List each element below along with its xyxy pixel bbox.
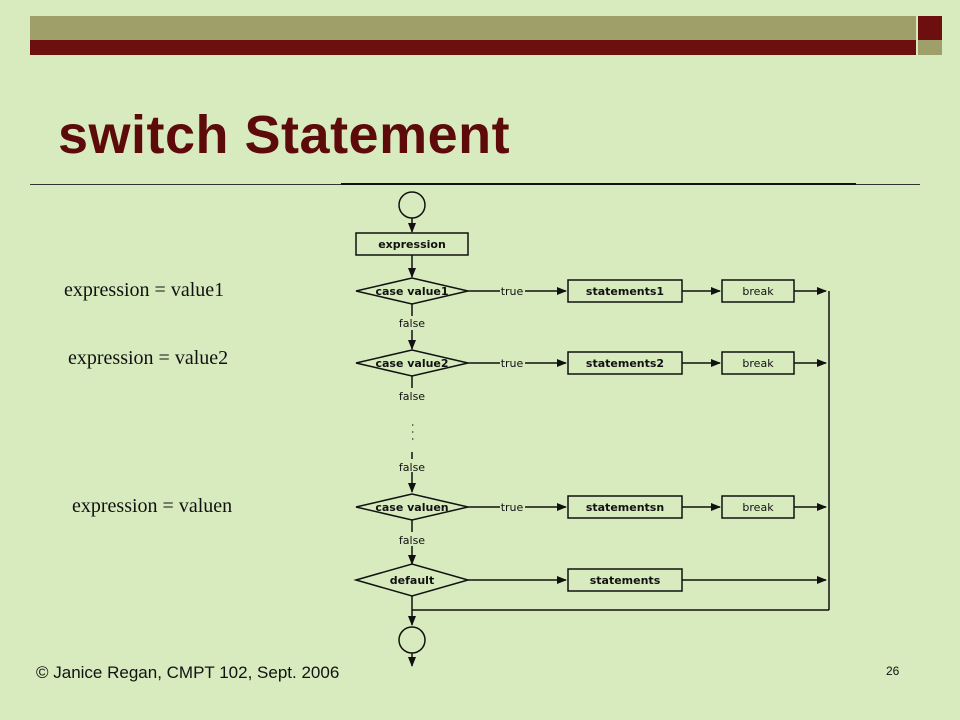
header-bar-maroon: [30, 40, 916, 55]
false1-text: false: [399, 317, 425, 330]
expression-text: expression: [378, 238, 446, 251]
title-divider-accent: [341, 183, 856, 185]
case-value2-text: case value2: [375, 357, 448, 370]
switch-flowchart: expression case value1 case value2 case …: [353, 191, 830, 667]
label-expression-value1: expression = value1: [64, 279, 225, 301]
false2-text: false: [399, 390, 425, 403]
case-valuen-text: case valuen: [375, 501, 448, 514]
label-expression-value2: expression = value2: [68, 347, 229, 369]
page-number: 26: [886, 664, 900, 678]
true1-text: true: [501, 285, 524, 298]
continuation-dots: . . .: [409, 423, 422, 440]
break1-text: break: [742, 285, 774, 298]
statements1-text: statements1: [586, 285, 664, 298]
statements2-text: statements2: [586, 357, 664, 370]
header-corner-olive: [918, 40, 942, 55]
slide-title: switch Statement: [58, 105, 511, 165]
breakn-text: break: [742, 501, 774, 514]
false3-text: false: [399, 461, 425, 474]
statementsn-text: statementsn: [586, 501, 664, 514]
default-text: default: [390, 574, 434, 587]
header-corner-maroon: [918, 16, 942, 40]
false4-text: false: [399, 534, 425, 547]
statements-default-text: statements: [590, 574, 661, 587]
start-node: [398, 191, 426, 219]
end-node: [398, 626, 426, 654]
case-value1-text: case value1: [375, 285, 448, 298]
truen-text: true: [501, 501, 524, 514]
break2-text: break: [742, 357, 774, 370]
label-expression-valuen: expression = valuen: [72, 495, 233, 517]
footer-credit: © Janice Regan, CMPT 102, Sept. 2006: [36, 663, 340, 682]
true2-text: true: [501, 357, 524, 370]
header-bar-olive: [30, 16, 916, 40]
